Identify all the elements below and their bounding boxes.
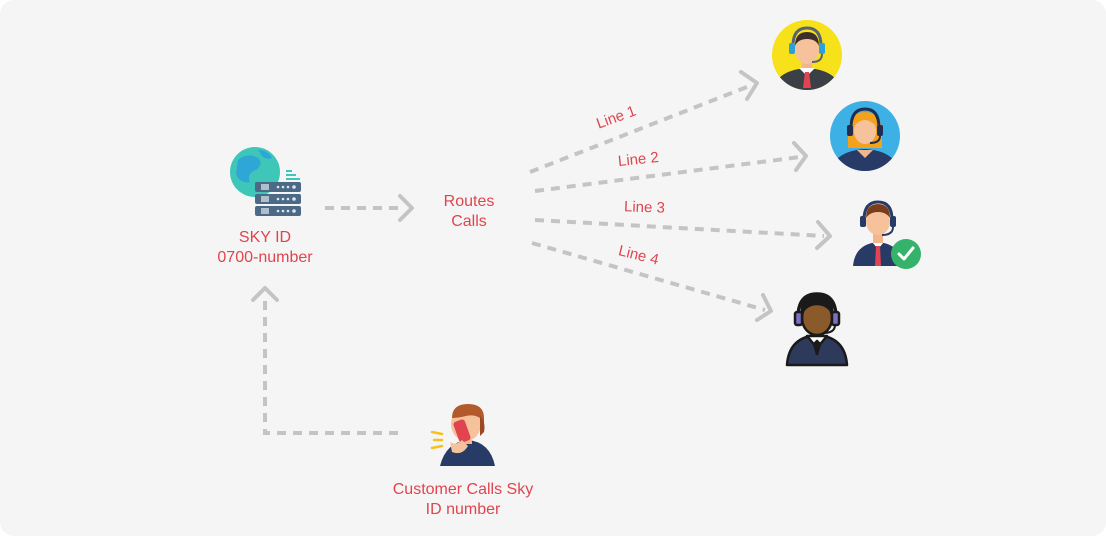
sky-id-title: SKY ID xyxy=(238,229,292,246)
arrowhead-line-2 xyxy=(792,141,808,172)
customer-calls-line-1: Customer Calls Sky xyxy=(392,481,534,498)
arrowhead-line-4 xyxy=(755,293,773,322)
connector-line-1 xyxy=(529,83,753,174)
agent-available-checkmark-icon xyxy=(853,200,921,269)
arrowhead-line-1 xyxy=(739,70,759,101)
arrowhead-router xyxy=(398,194,414,222)
routes-calls-line-2: Calls xyxy=(451,213,487,230)
customer-calls-line-2: ID number xyxy=(425,501,501,518)
arrowhead-line-3 xyxy=(815,220,832,250)
customer-calling-icon xyxy=(430,404,495,466)
globe-server-icon xyxy=(230,147,301,216)
line-3-label: Line 3 xyxy=(623,198,666,217)
sky-id-label: SKY ID 0700-number xyxy=(165,228,365,268)
routes-calls-line-1: Routes xyxy=(443,193,495,210)
connector-line-3 xyxy=(534,218,825,238)
customer-calls-label: Customer Calls Sky ID number xyxy=(363,480,563,520)
connector-line-2 xyxy=(534,155,801,193)
line-2-label: Line 2 xyxy=(617,148,660,171)
arrowhead-up xyxy=(251,286,279,302)
routes-calls-label: Routes Calls xyxy=(369,192,569,232)
agent-male-headset-icon xyxy=(772,20,842,90)
connector-customer-to-skyid xyxy=(263,298,398,435)
sky-id-number: 0700-number xyxy=(217,249,313,266)
agent-dark-headset-icon xyxy=(785,292,849,367)
connector-line-4 xyxy=(531,241,766,312)
